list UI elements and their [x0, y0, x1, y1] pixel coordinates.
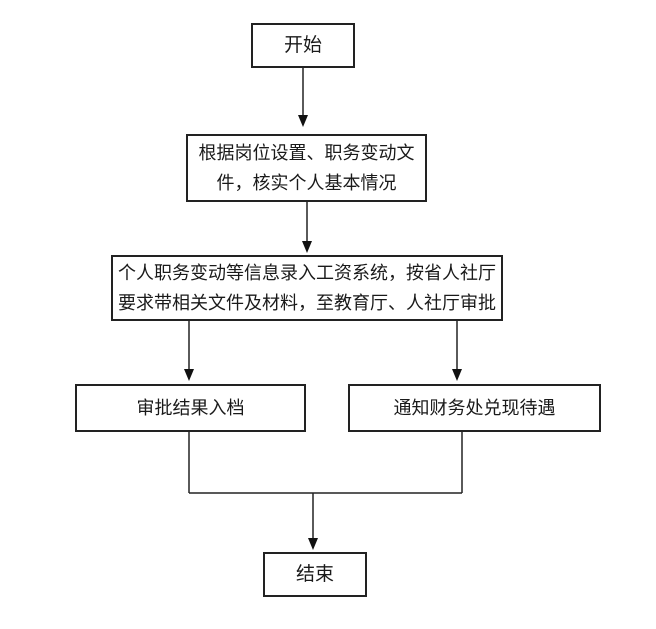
arrow-merge-to-end-head — [308, 538, 318, 550]
arrow-start-to-verify-head — [298, 115, 308, 127]
salary-system-node: 个人职务变动等信息录入工资系统，按省人社厅 要求带相关文件及材料，至教育厅、人社… — [111, 255, 503, 321]
verify-info-line-1: 根据岗位设置、职务变动文 — [198, 143, 415, 163]
arrow-verify-to-system-head — [302, 241, 312, 253]
archive-result-label: 审批结果入档 — [136, 398, 245, 418]
archive-result-node: 审批结果入档 — [75, 384, 306, 432]
arrow-system-to-archive-head — [184, 369, 194, 381]
end-node: 结束 — [263, 552, 367, 597]
end-node-label: 结束 — [295, 563, 334, 585]
notify-finance-label: 通知财务处兑现待遇 — [393, 398, 556, 418]
salary-system-line-1: 个人职务变动等信息录入工资系统，按省人社厅 — [118, 263, 496, 283]
notify-finance-node: 通知财务处兑现待遇 — [348, 384, 601, 432]
start-node: 开始 — [251, 23, 355, 68]
salary-system-line-2: 要求带相关文件及材料，至教育厅、人社厅审批 — [118, 293, 496, 313]
arrow-system-to-notify-head — [452, 369, 462, 381]
verify-info-node: 根据岗位设置、职务变动文 件，核实个人基本情况 — [186, 134, 427, 202]
start-node-label: 开始 — [283, 34, 322, 56]
verify-info-line-2: 件，核实个人基本情况 — [216, 173, 397, 193]
